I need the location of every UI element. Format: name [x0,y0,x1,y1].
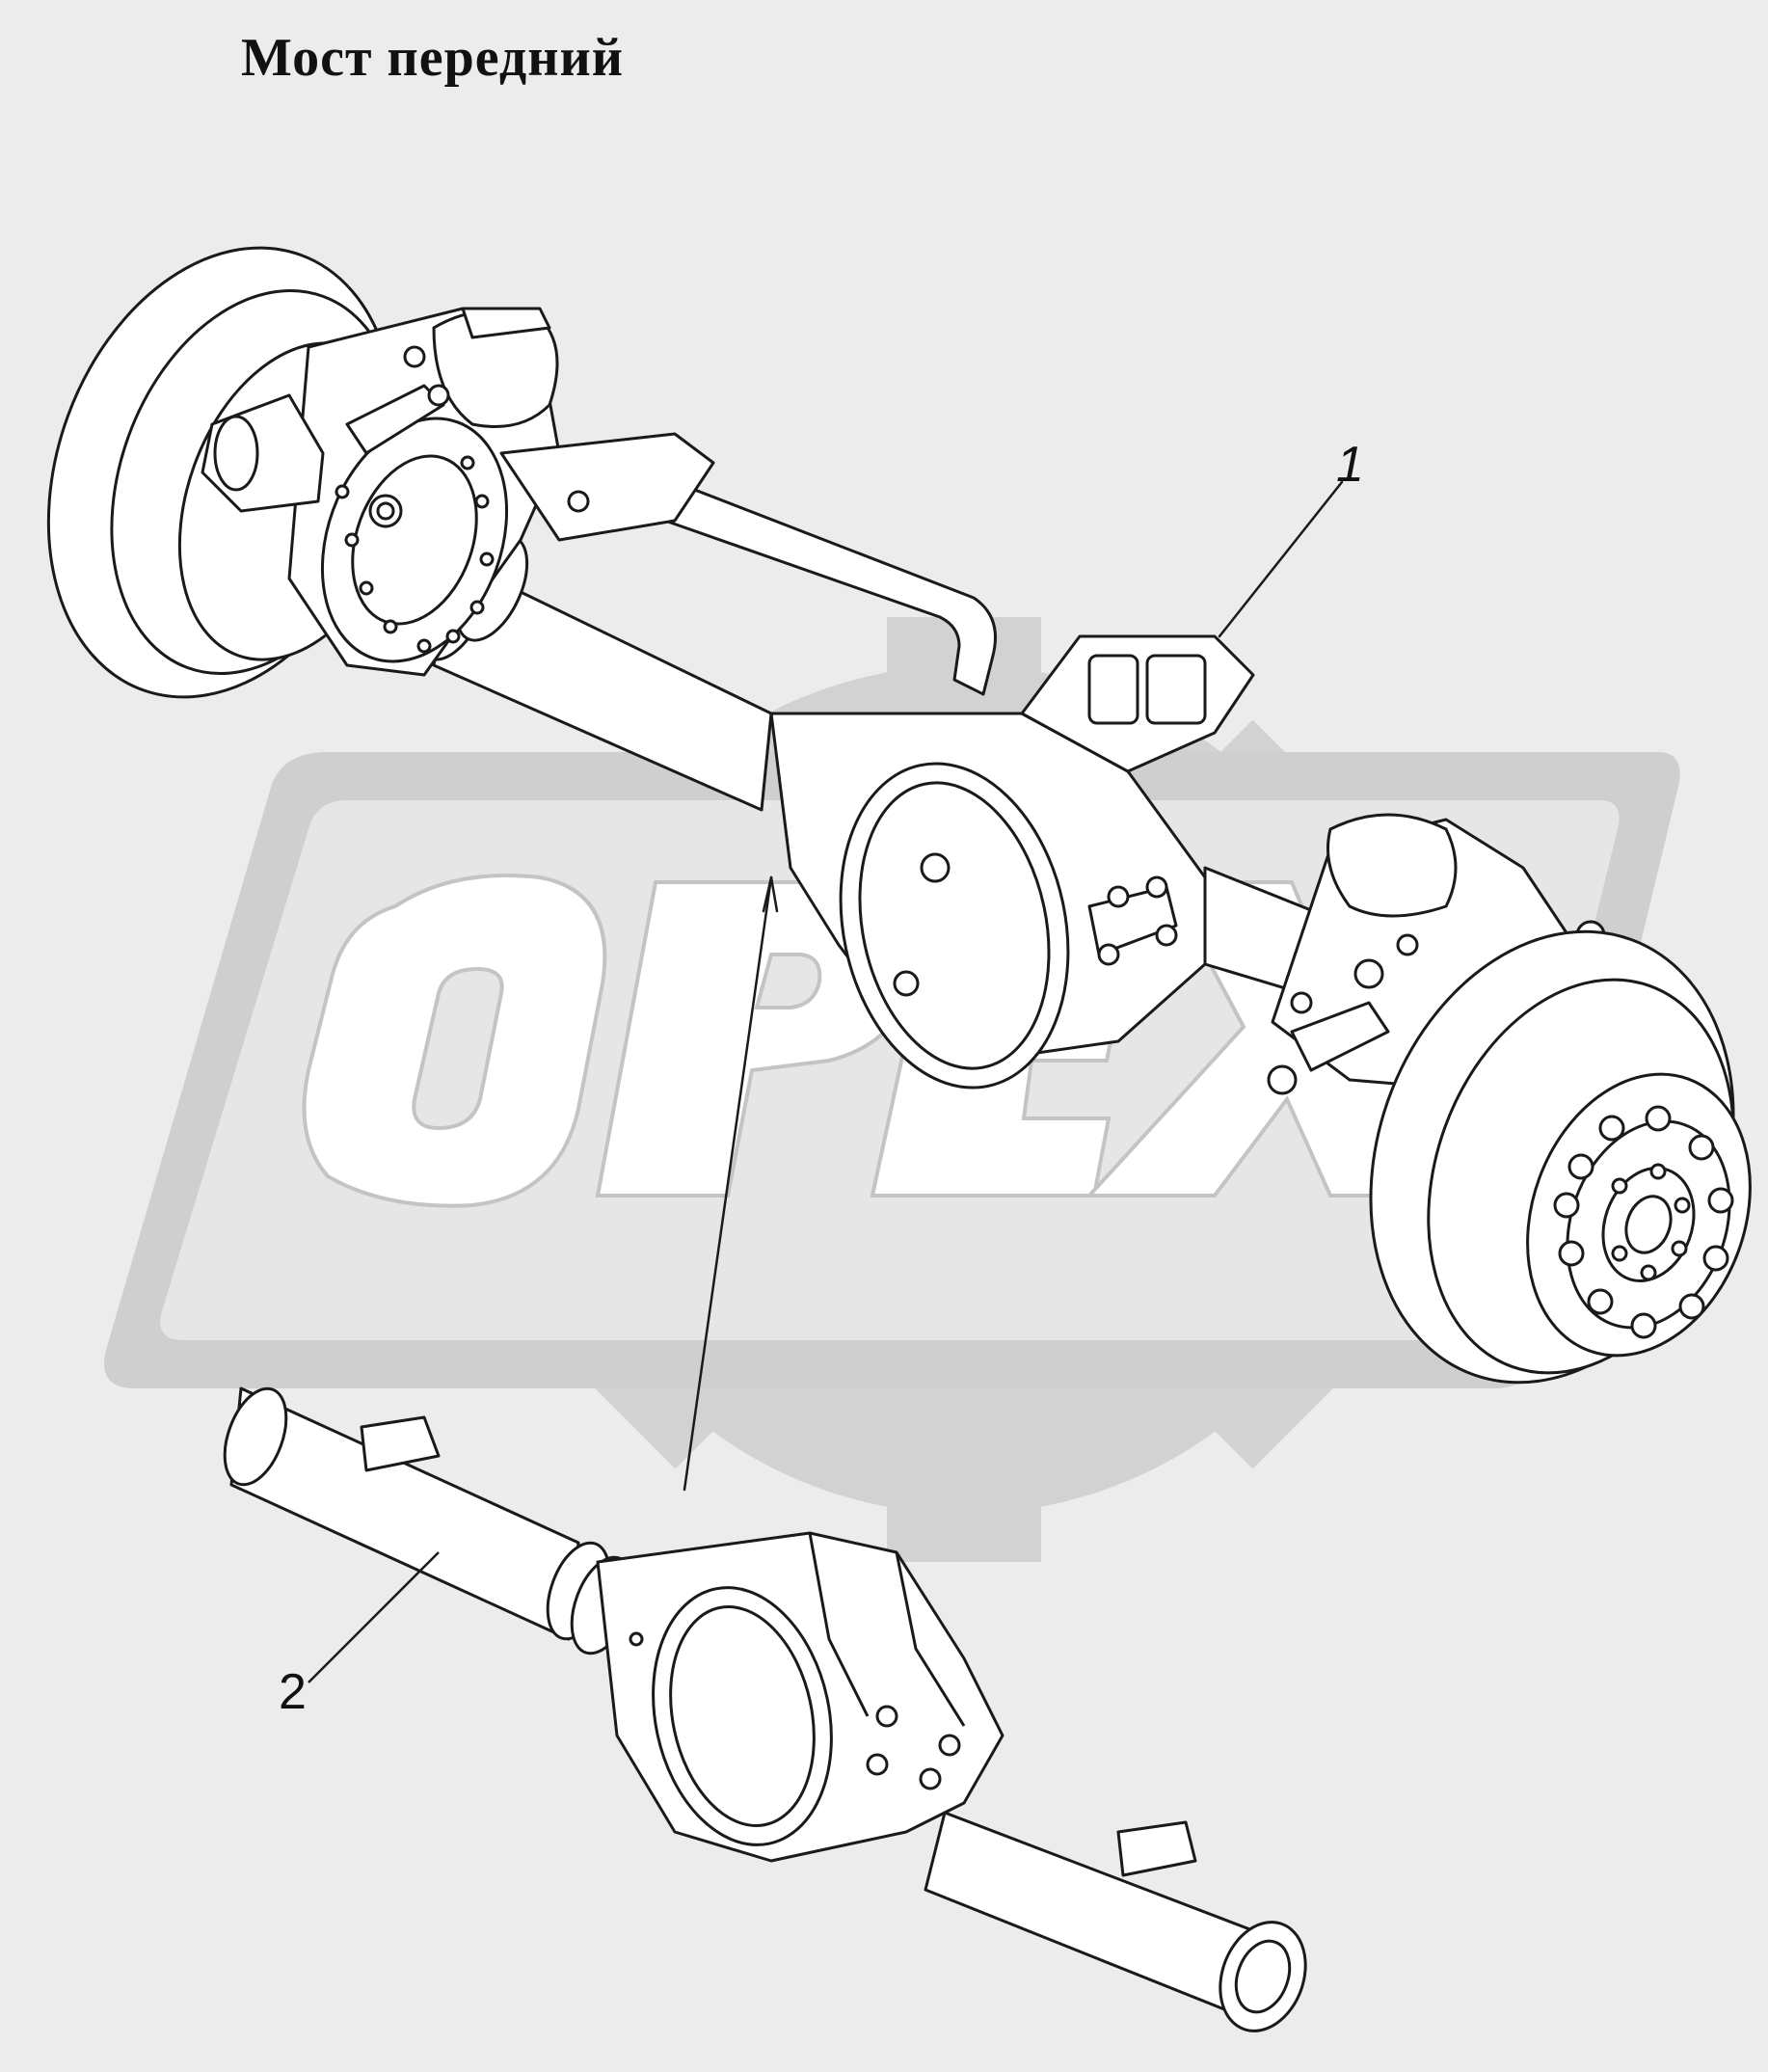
left-steering-knuckle [201,307,561,677]
differential-housing [769,634,1255,1090]
page-title: Мост передний [241,28,624,88]
upper-tie-rod [663,480,997,696]
callout-label-1: 1 [1336,437,1364,493]
callout-long-leader [683,875,773,1492]
axle-housing [223,1386,1307,2032]
callout-2-leader [308,1551,440,1683]
front-axle-assembly [46,246,1752,1492]
callout-1-leader [1218,480,1344,638]
right-wheel-hub [1553,1105,1734,1339]
callout-label-2: 2 [279,1664,307,1720]
left-bracket [499,432,715,542]
